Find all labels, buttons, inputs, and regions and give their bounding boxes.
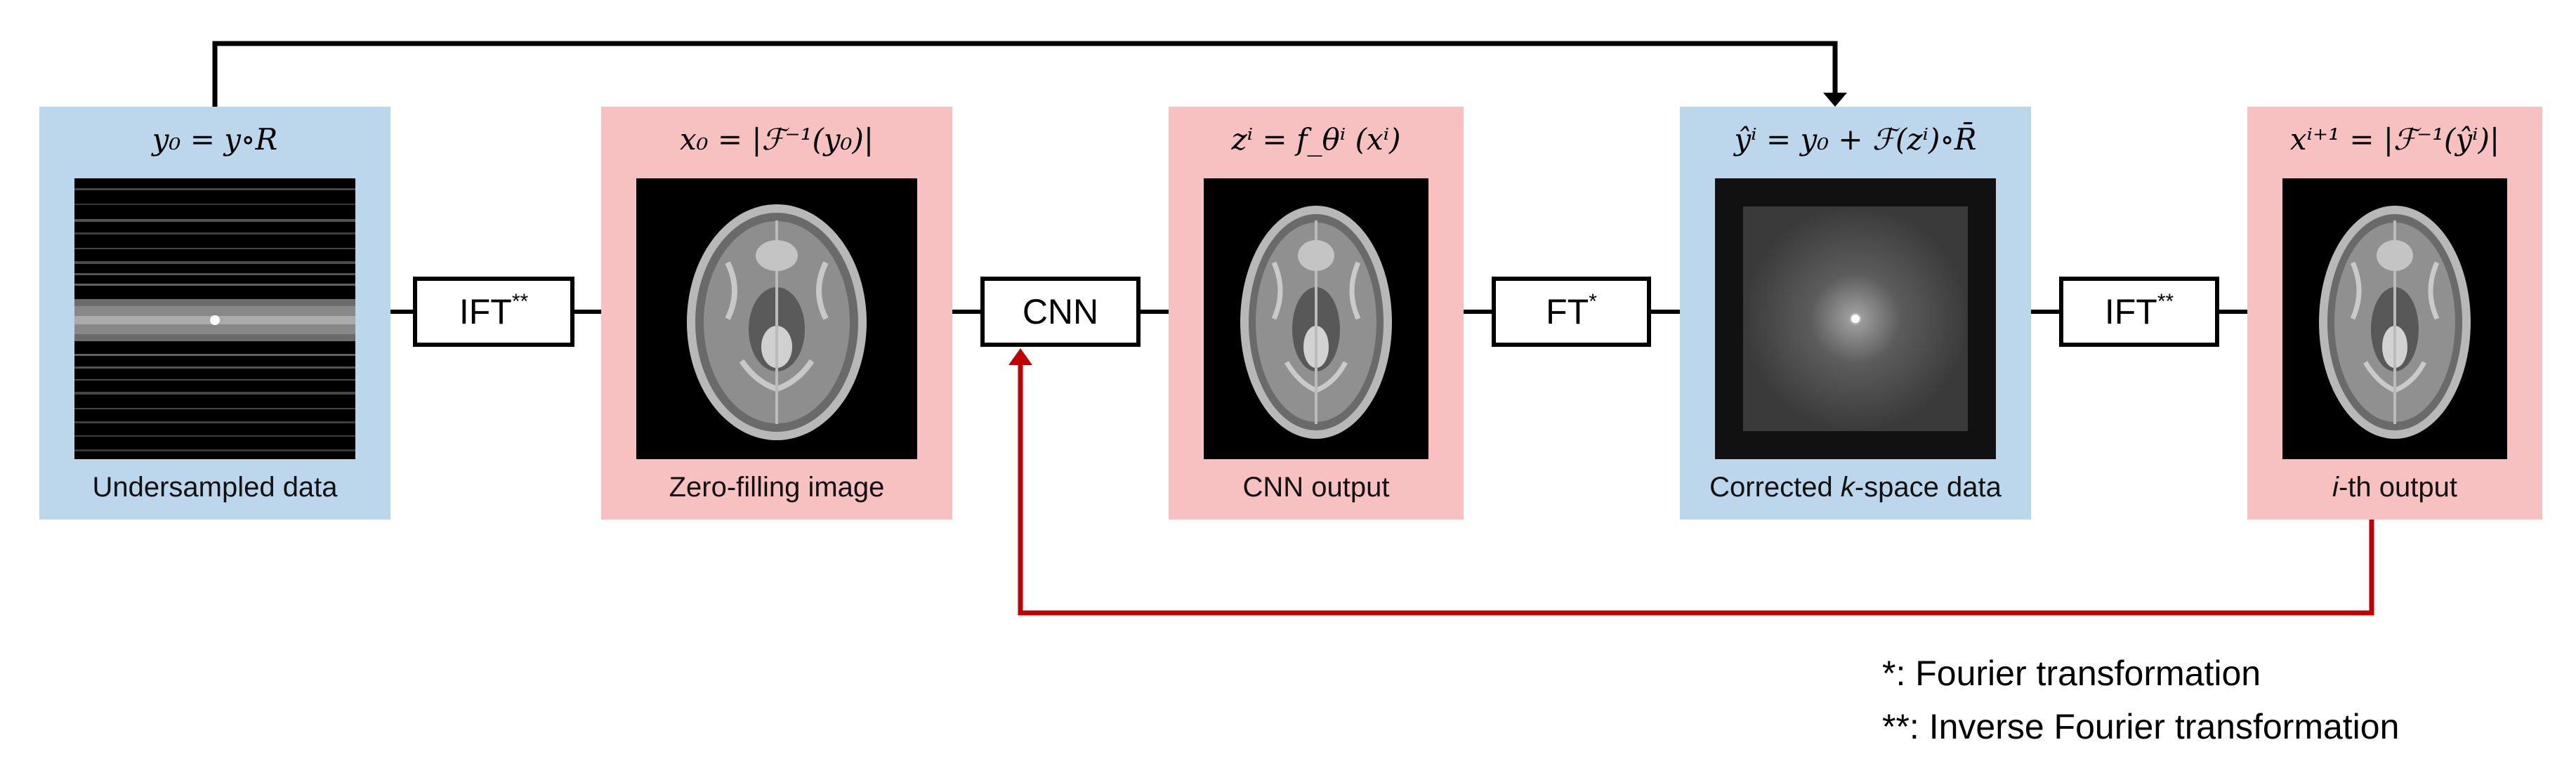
- connector-7: [2031, 310, 2059, 314]
- caption-undersampled: Undersampled data: [92, 472, 338, 503]
- caption-cnn-output: CNN output: [1242, 472, 1390, 503]
- panel-zero-filling: x₀ = |ℱ⁻¹(y₀)| Zero-filling image: [601, 107, 952, 520]
- caption-ith-i: i: [2332, 472, 2339, 503]
- connector-2: [573, 310, 601, 314]
- connector-1: [386, 310, 413, 314]
- corrected-kspace-image: [1715, 178, 1996, 459]
- panel-corrected-kspace: ŷⁱ = y₀ + ℱ(zⁱ)∘R̄ Corrected k-space dat…: [1680, 107, 2031, 520]
- panel-cnn-output: zⁱ = f_θⁱ (xⁱ) CNN output: [1169, 107, 1464, 520]
- ft-box: FT*: [1492, 277, 1651, 347]
- formula-y0: y₀ = y∘R: [152, 122, 278, 157]
- panel-undersampled-data: y₀ = y∘R: [39, 107, 390, 520]
- legend-inverse-fourier: **: Inverse Fourier transformation: [1882, 707, 2400, 746]
- top-skip-arrow: [212, 41, 1838, 107]
- ift-box-2: IFT**: [2059, 277, 2219, 347]
- feedback-arrowhead: [1008, 348, 1032, 365]
- caption-corrected: Corrected k-space data: [1680, 472, 2031, 503]
- connector-6: [1651, 310, 1680, 314]
- top-skip-arrowhead: [1823, 93, 1847, 107]
- connector-5: [1464, 310, 1492, 314]
- ift-box-1: IFT**: [413, 277, 574, 347]
- ith-output-brain-image: [2282, 178, 2507, 459]
- formula-xi1: xⁱ⁺¹ = |ℱ⁻¹(ŷⁱ)|: [2289, 122, 2500, 157]
- caption-corrected-pre: Corrected: [1709, 472, 1841, 503]
- ift-label-2: IFT: [2104, 292, 2157, 331]
- ft-sup: *: [1589, 290, 1597, 313]
- caption-corrected-k: k: [1840, 472, 1855, 503]
- cnn-output-brain-image: [1204, 178, 1428, 459]
- caption-corrected-post: -space data: [1854, 472, 2002, 503]
- legend-fourier: *: Fourier transformation: [1882, 654, 2261, 693]
- caption-zero-filling: Zero-filling image: [669, 472, 885, 503]
- caption-ith-post: -th output: [2338, 472, 2457, 503]
- ift-label-1: IFT: [459, 292, 512, 331]
- cnn-label: CNN: [1022, 292, 1099, 331]
- connector-4: [1141, 310, 1169, 314]
- ift-sup-2: **: [2157, 290, 2174, 313]
- ft-label: FT: [1546, 292, 1589, 331]
- connector-8: [2219, 310, 2247, 314]
- connector-3: [952, 310, 980, 314]
- ift-sup-1: **: [511, 290, 529, 313]
- feedback-arrow: [1018, 362, 2374, 616]
- undersampled-kspace-image: [74, 178, 355, 459]
- formula-zi: zⁱ = f_θⁱ (xⁱ): [1231, 122, 1401, 157]
- caption-ith-output: i-th output: [2247, 472, 2542, 503]
- zero-filling-brain-image: [636, 178, 917, 459]
- cnn-box: CNN: [980, 277, 1141, 347]
- formula-x0: x₀ = |ℱ⁻¹(y₀)|: [679, 122, 874, 157]
- panel-ith-output: xⁱ⁺¹ = |ℱ⁻¹(ŷⁱ)| i-th output: [2247, 107, 2542, 520]
- formula-yhat: ŷⁱ = y₀ + ℱ(zⁱ)∘R̄: [1734, 122, 1977, 157]
